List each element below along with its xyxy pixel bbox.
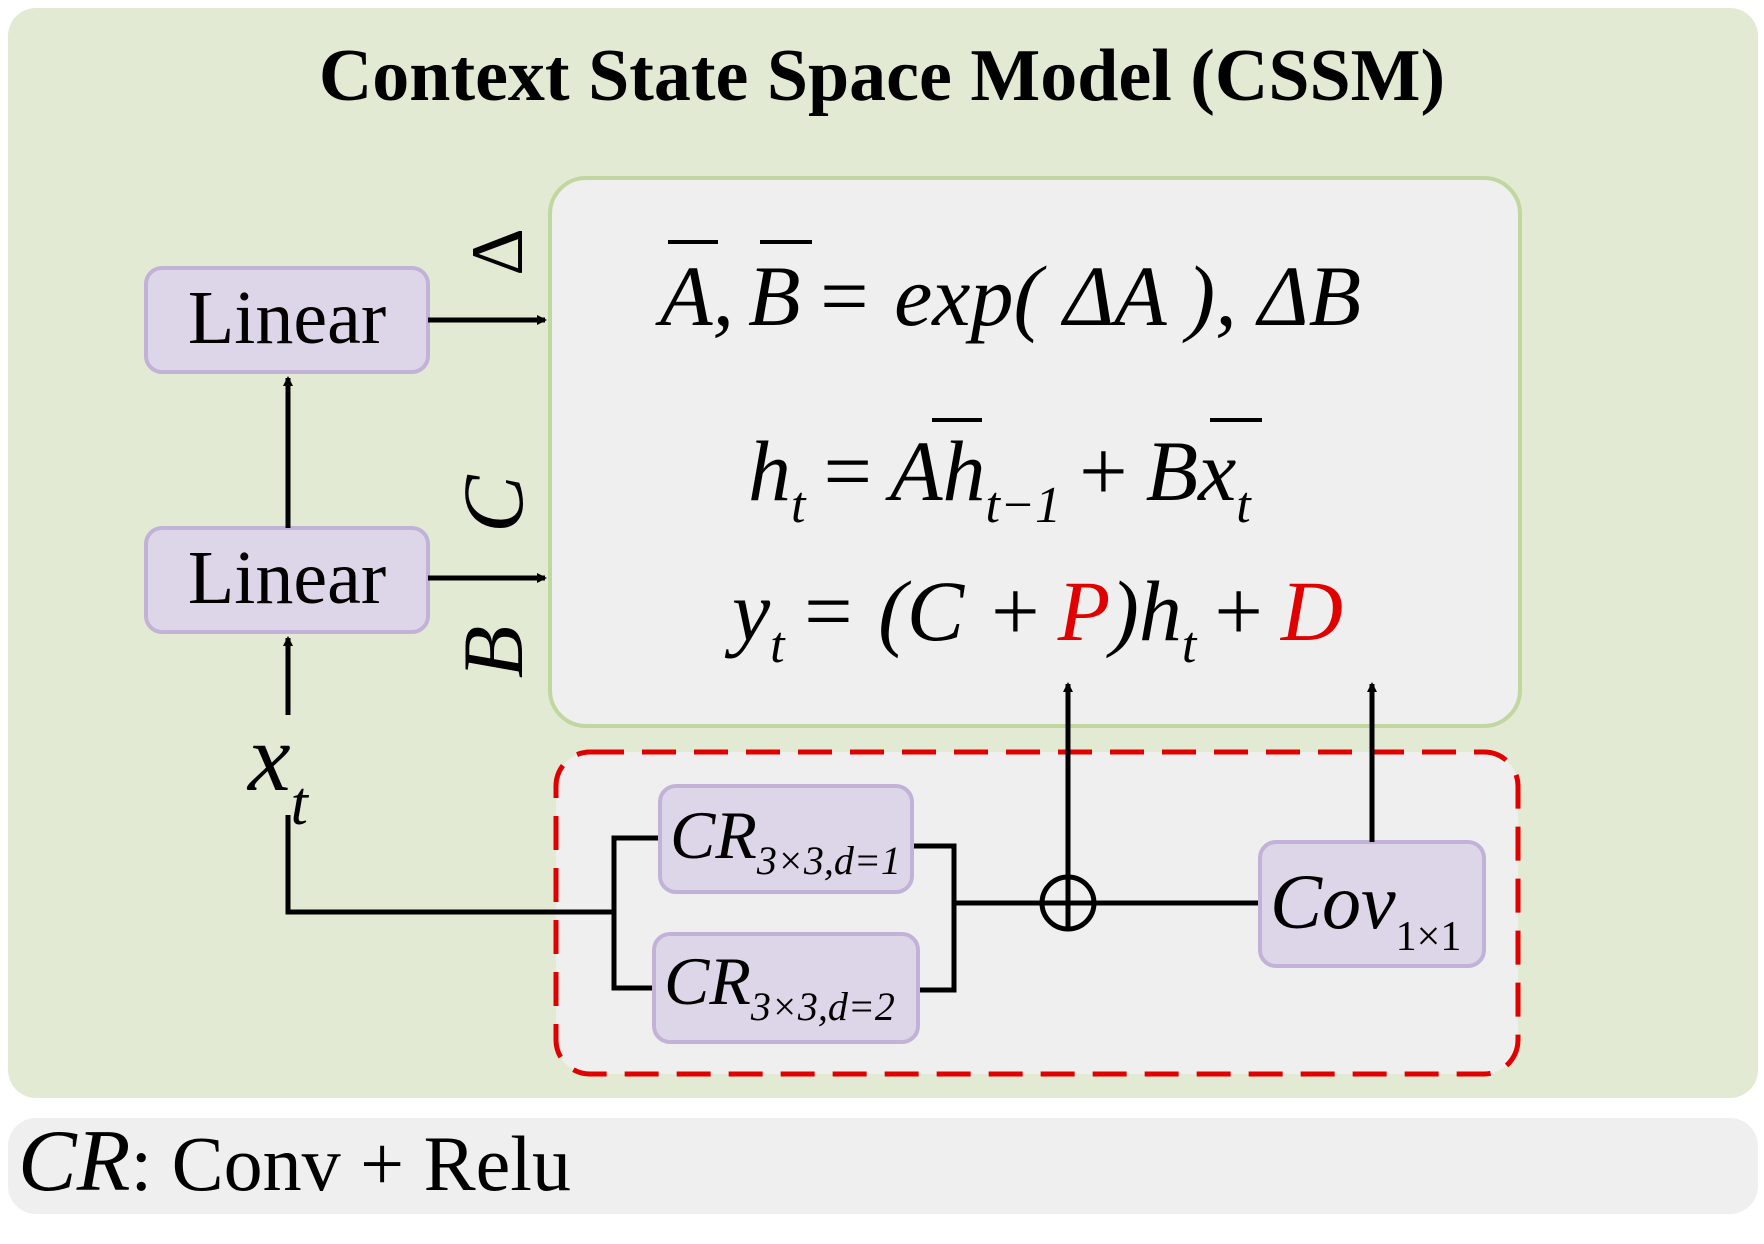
- equals: =: [823, 423, 872, 519]
- cr-block-dilation-2-label: CR3×3,d=2: [664, 943, 895, 1029]
- wire-split: [611, 835, 660, 991]
- equation-state-update: ht=Aht−1+Bxt: [748, 418, 1262, 534]
- svg-text:yt= (C +P)ht+D: yt= (C +P)ht+D: [724, 563, 1343, 674]
- linear-block-bottom-label: Linear: [188, 536, 386, 620]
- equation-panel: [548, 176, 1522, 728]
- wire-x-to-cr: [285, 815, 614, 915]
- cr2-sub: 3×3,d=2: [750, 984, 895, 1029]
- y-subscript: t: [770, 617, 786, 674]
- cr2-main: CR: [664, 943, 751, 1019]
- legend-text: CR: Conv + Relu: [18, 1113, 571, 1210]
- eq3-lhs: = (C +: [799, 563, 1044, 659]
- svg-text:A,B= exp( ΔA ), ΔB: A,B= exp( ΔA ), ΔB: [655, 248, 1361, 344]
- linear-block-top-label: Linear: [188, 276, 386, 360]
- cr-block-dilation-1-label: CR3×3,d=1: [670, 797, 901, 883]
- cov-main: Cov: [1270, 858, 1396, 945]
- a-bar-symbol: A: [655, 248, 713, 344]
- h-symbol: h: [748, 423, 791, 519]
- x-subscript: t: [1236, 477, 1252, 534]
- eq3-close: )h: [1105, 563, 1182, 659]
- legend-symbol: CR: [18, 1113, 130, 1210]
- b-bar-symbol-2: B: [1146, 423, 1199, 519]
- d-symbol: D: [1280, 563, 1343, 659]
- comma: ,: [713, 248, 735, 344]
- cr1-sub: 3×3,d=1: [756, 838, 901, 883]
- legend-description: : Conv + Relu: [130, 1120, 571, 1207]
- h-prev-symbol: h: [943, 423, 986, 519]
- cov-block-label: Cov1×1: [1270, 858, 1461, 960]
- equation-discretization: A,B= exp( ΔA ), ΔB: [655, 240, 1361, 344]
- legend-bar: [8, 1118, 1758, 1214]
- wire-merge: [912, 843, 957, 993]
- c-label: C: [445, 474, 541, 533]
- delta-label: Δ: [457, 228, 539, 276]
- x-symbol: x: [1196, 423, 1236, 519]
- h-prev-subscript: t−1: [986, 477, 1062, 534]
- x-input-label: xt: [246, 704, 310, 838]
- cr1-main: CR: [670, 797, 757, 873]
- x-input-symbol: x: [246, 704, 291, 811]
- svg-text:ht=Aht−1+Bxt: ht=Aht−1+Bxt: [748, 423, 1252, 534]
- plus-3: +: [1214, 563, 1263, 659]
- cr-block-dilation-1: [658, 784, 914, 894]
- cr-block-dilation-2: [652, 932, 920, 1044]
- sum-node-icon: [1039, 874, 1097, 932]
- eq1-rhs: = exp( ΔA ), ΔB: [815, 248, 1362, 344]
- b-label: B: [445, 626, 541, 679]
- x-input-subscript: t: [291, 770, 310, 838]
- h-subscript: t: [791, 477, 807, 534]
- plus: +: [1079, 423, 1128, 519]
- diagram-title: Context State Space Model (CSSM): [319, 35, 1445, 117]
- cov-sub: 1×1: [1396, 914, 1462, 960]
- equation-output: yt= (C +P)ht+D: [724, 563, 1343, 674]
- b-bar-symbol: B: [748, 248, 801, 344]
- p-symbol: P: [1057, 563, 1111, 659]
- a-bar-symbol-2: A: [885, 423, 943, 519]
- y-symbol: y: [724, 563, 771, 659]
- h-subscript-3: t: [1182, 617, 1198, 674]
